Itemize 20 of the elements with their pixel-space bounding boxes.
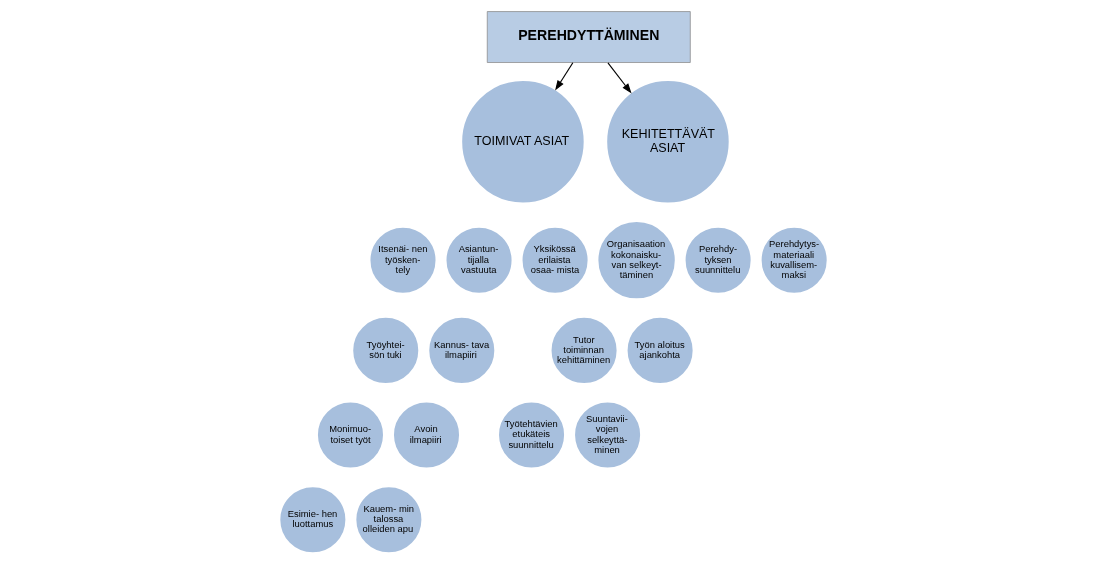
node-circle: Organisaation kokonaisku- van selkeyt- täminen — [596, 219, 678, 301]
node-circle: Suuntavii- vojen selkeyttä- minen — [572, 400, 643, 470]
node-circle: Perehdytys- materiaali kuvallisem- maksi — [759, 225, 830, 296]
node-circle: Esimie- hen luottamus — [277, 484, 348, 555]
arrow — [607, 62, 632, 94]
node-box: PEREHDYTTÄMINEN — [486, 11, 691, 63]
node-circle: Perehdy- tyksen suunnittelu — [683, 225, 753, 296]
node-circle: Työyhtei- sön tuki — [350, 315, 421, 386]
node-circle: Avoin ilmapiiri — [391, 400, 462, 470]
node-circle: Työtehtävien etukäteis suunnittelu — [496, 400, 567, 470]
arrow — [555, 62, 574, 91]
node-circle: Työn aloitus ajankohta — [625, 315, 695, 386]
node-circle: Kauem- min talossa olleiden apu — [354, 484, 424, 555]
node-circle: Itsenäi- nen työsken- tely — [368, 225, 438, 296]
node-circle: Tutor toiminnan kehittäminen — [549, 315, 619, 386]
node-circle: Yksikössä erilaista osaa- mista — [520, 225, 590, 296]
node-circle: Kannus- tava ilmapiiri — [426, 315, 497, 386]
node-circle: Asiantun- tijalla vastuuta — [444, 225, 514, 296]
node-circle: KEHITETTÄVÄT ASIAT — [604, 78, 732, 205]
node-circle: Monimuo- toiset työt — [315, 400, 386, 470]
